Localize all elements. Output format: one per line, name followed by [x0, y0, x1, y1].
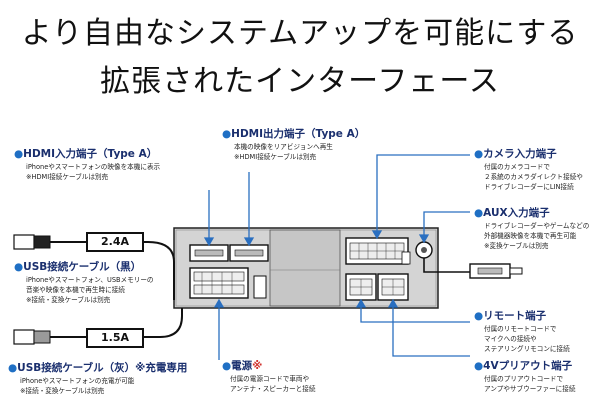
- bullet-icon: ●: [474, 148, 484, 160]
- aux-desc: ドライブレコーダーやゲームなどの 外部機器映像を本機で再生可能 ※変換ケーブルは…: [484, 222, 590, 250]
- headline-line-2: 拡張されたインターフェース: [100, 64, 500, 99]
- leader-lines: [203, 154, 470, 360]
- headline-line-1: より自由なシステムアップを可能にする: [21, 16, 579, 51]
- right-cable: [423, 258, 523, 279]
- bullet-icon: ●: [474, 310, 484, 322]
- usb-black-title: ●USB接続ケーブル（黒）: [14, 261, 142, 273]
- bullet-icon: ●: [222, 360, 232, 372]
- power-title: ●電源※: [222, 360, 263, 372]
- usb-gray-title: ●USB接続ケーブル（灰）※充電専用: [8, 362, 188, 374]
- bullet-icon: ●: [222, 128, 232, 140]
- preout-title: ●4Vプリアウト端子: [474, 360, 573, 372]
- amperage-label-1.5a: 1.5A: [86, 328, 144, 348]
- usb-gray-cable: [13, 308, 183, 345]
- preout-desc: 付属のプリアウトコードで アンプやサブウーファーに接続: [484, 375, 576, 393]
- hdmi-out-title: ●HDMI出力端子（Type A）: [222, 128, 366, 140]
- remote-desc: 付属のリモートコードで マイクへの接続や ステアリングリモコンに接続: [484, 325, 570, 353]
- hdmi-in-connector: [189, 244, 229, 262]
- power-desc: 付属の電源コードで車両や アンテナ・スピーカーと接続: [230, 375, 316, 393]
- usb-black-cable: [13, 234, 175, 300]
- remote-title: ●リモート端子: [474, 310, 547, 322]
- preout-connector: [377, 273, 409, 301]
- hdmi-out-connector: [229, 244, 269, 262]
- camera-title: ●カメラ入力端子: [474, 148, 557, 160]
- unit-panel: [269, 229, 341, 307]
- caution-mark: ※: [252, 360, 263, 372]
- bullet-icon: ●: [474, 207, 484, 219]
- hdmi-in-desc: iPhoneやスマートフォンの映像を本機に表示 ※HDMI接続ケーブルは別売: [26, 163, 161, 181]
- aux-title: ●AUX入力端子: [474, 207, 550, 219]
- bullet-icon: ●: [14, 148, 24, 160]
- remote-connector: [345, 273, 377, 301]
- small-port: [253, 275, 267, 299]
- camera-desc: 付属のカメラコードで ２系統のカメラダイレクト接続や ドライブレコーダーにLIN…: [484, 163, 583, 191]
- hdmi-out-desc: 本機の映像をリアビジョンへ再生 ※HDMI接続ケーブルは別売: [234, 143, 333, 161]
- bullet-icon: ●: [474, 360, 484, 372]
- bullet-icon: ●: [14, 261, 24, 273]
- camera-connector: [345, 237, 409, 265]
- usb-gray-desc: iPhoneやスマートフォンの充電が可能 ※接続・変換ケーブルは別売: [20, 377, 135, 395]
- aux-jack: [415, 241, 433, 259]
- usb-black-desc: iPhoneやスマートフォン、USBメモリーの 音楽や映像を本機で再生時に接続 …: [26, 276, 154, 304]
- hdmi-in-title: ●HDMI入力端子（Type A）: [14, 148, 158, 160]
- bullet-icon: ●: [8, 362, 18, 374]
- amperage-label-2.4a: 2.4A: [86, 232, 144, 252]
- power-connector: [189, 267, 249, 299]
